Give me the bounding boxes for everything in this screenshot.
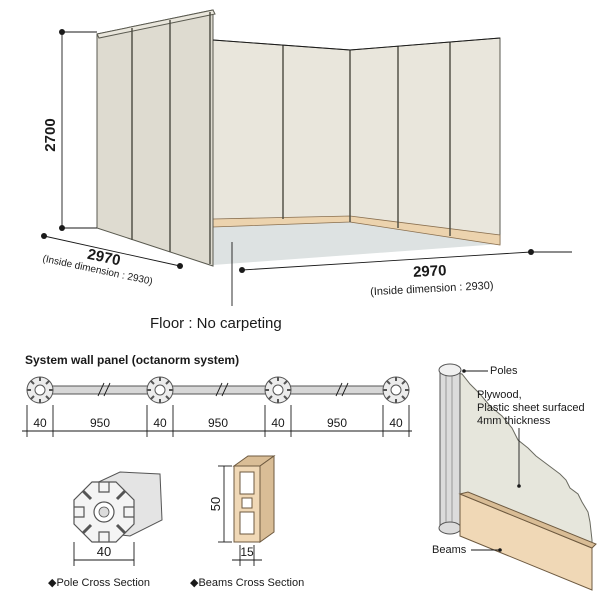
strip-dim-panel: 950 xyxy=(90,416,110,430)
panel-detail: Poles Plywood, Plastic sheet surfaced 4m… xyxy=(432,363,597,591)
pole-cross-section: 40 ◆Pole Cross Section xyxy=(48,471,163,589)
left-wall-top-edge xyxy=(96,9,216,39)
left-width-label: 2970 xyxy=(86,246,122,270)
pole-section-caption: ◆Pole Cross Section xyxy=(48,577,150,589)
detail-plywood-line2: Plastic sheet surfaced xyxy=(477,402,585,414)
right-width-label: 2970 xyxy=(413,262,447,281)
left-wall xyxy=(96,9,214,267)
right-wall xyxy=(349,37,501,245)
strip-dim-pole: 40 xyxy=(271,416,285,430)
beam-section-caption: ◆Beams Cross Section xyxy=(190,577,304,589)
detail-plywood-line3: 4mm thickness xyxy=(477,415,551,427)
booth-floor xyxy=(213,221,500,265)
system-wall-strip: 40 950 40 950 40 950 40 xyxy=(22,376,412,437)
height-label: 2700 xyxy=(42,118,59,151)
back-wall-top-rail xyxy=(212,39,351,51)
beam-section-height: 50 xyxy=(208,497,223,511)
strip-pole xyxy=(264,376,292,404)
detail-plywood-line1: Plywood, xyxy=(477,389,522,401)
height-dimension: 2700 xyxy=(42,29,97,231)
back-wall xyxy=(212,39,351,227)
detail-pole xyxy=(439,369,461,529)
strip-dim-panel: 950 xyxy=(208,416,228,430)
detail-poles-label: Poles xyxy=(490,365,518,377)
strip-pole xyxy=(26,376,54,404)
strip-dim-panel: 950 xyxy=(327,416,347,430)
booth-3d-view xyxy=(96,9,501,267)
strip-dim-pole: 40 xyxy=(153,416,167,430)
pole-section-dim: 40 xyxy=(97,544,111,559)
strip-pole xyxy=(382,376,410,404)
right-width-inside-label: (Inside dimension : 2930) xyxy=(370,280,494,298)
beam-section-width: 15 xyxy=(240,545,254,559)
floor-note: Floor : No carpeting xyxy=(150,315,282,332)
right-wall-top-rail xyxy=(349,37,501,51)
floor-callout: Floor : No carpeting xyxy=(150,242,282,332)
strip-dim-pole: 40 xyxy=(389,416,403,430)
strip-dim-pole: 40 xyxy=(33,416,47,430)
system-wall-title: System wall panel (octanorm system) xyxy=(25,353,239,367)
beam-cross-section: 50 15 ◆Beams Cross Section xyxy=(190,455,304,589)
strip-pole xyxy=(146,376,174,404)
detail-beams-label: Beams xyxy=(432,544,467,556)
